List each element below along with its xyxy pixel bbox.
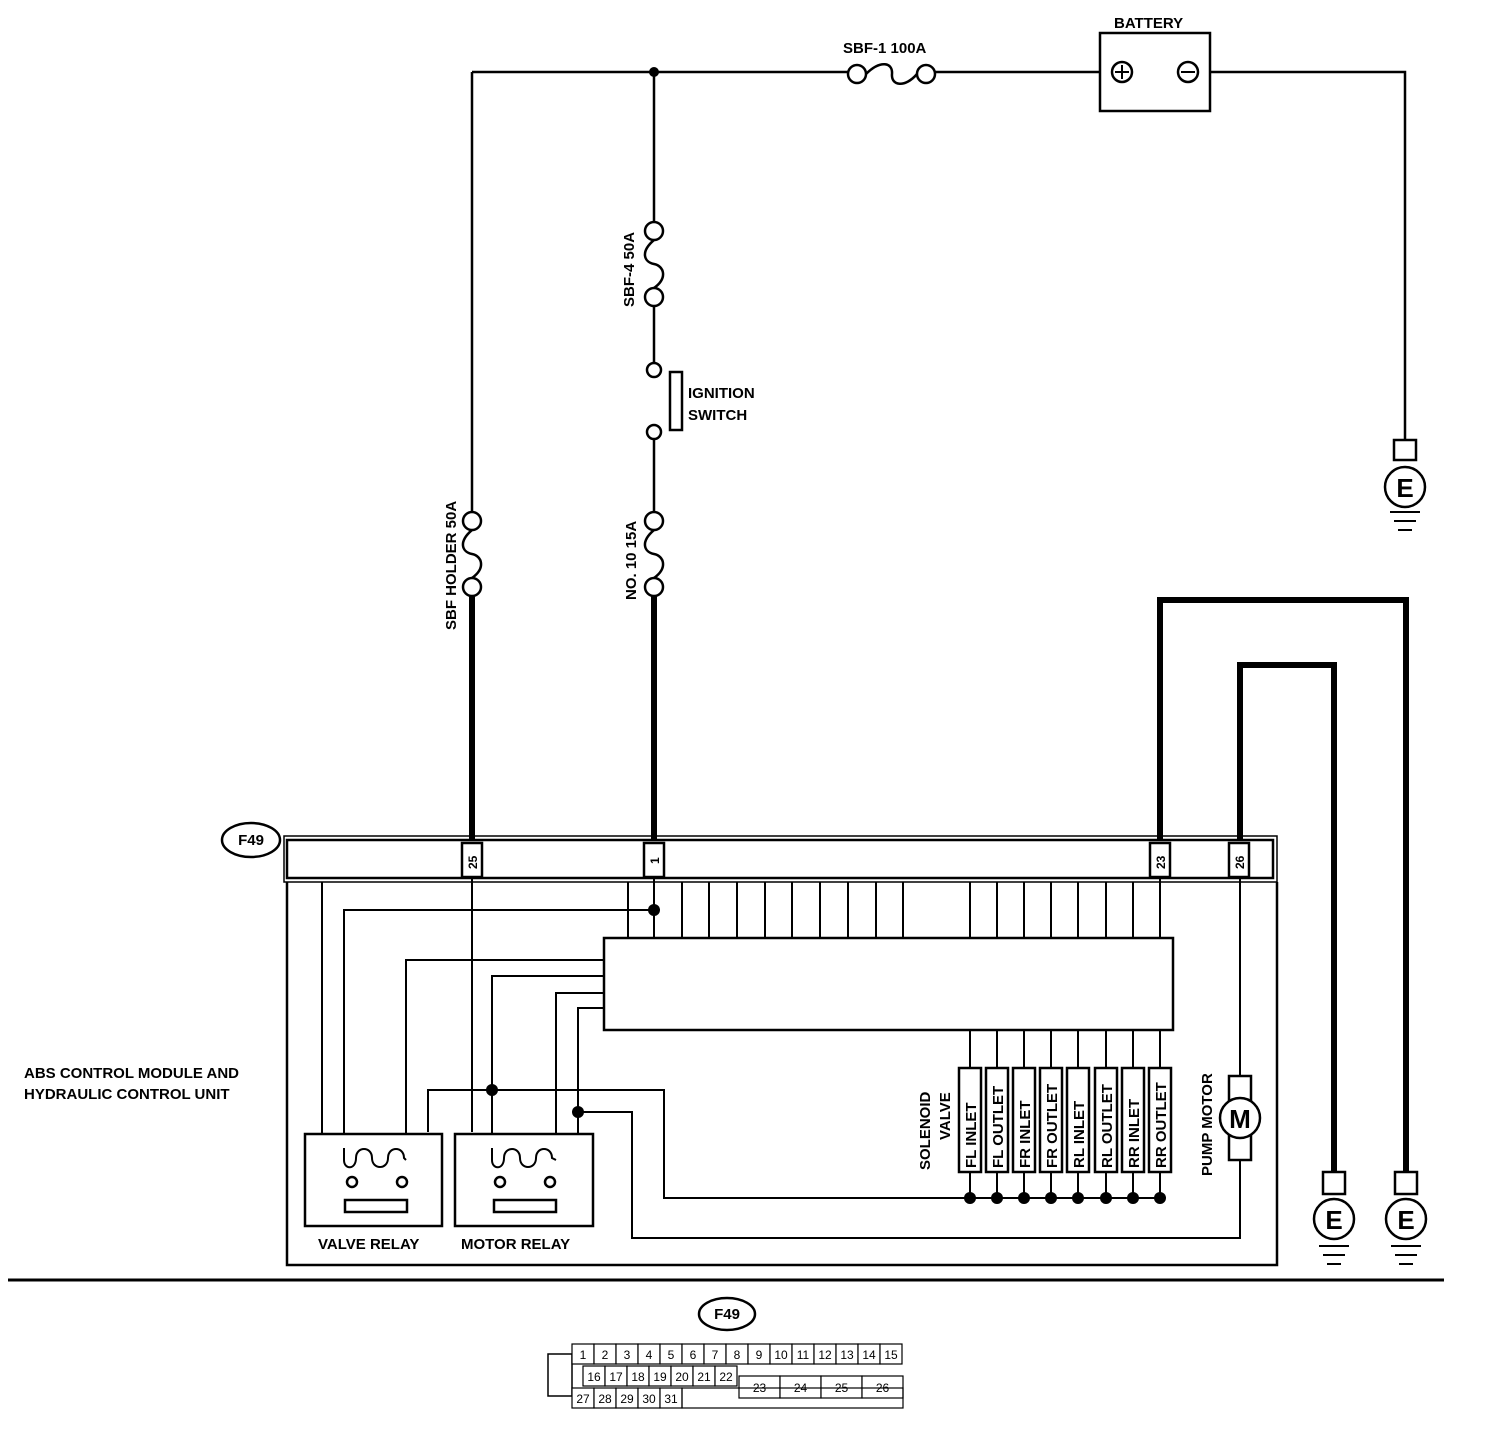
solenoid-valve-label: FL INLET — [963, 1102, 980, 1168]
pin-23: 23 — [1154, 855, 1168, 869]
solenoid-valve-box — [1011, 1066, 1037, 1174]
pin-cell: 6 — [690, 1348, 697, 1362]
pin-cell: 28 — [598, 1392, 612, 1406]
ground-valve-label: E — [1397, 1205, 1414, 1235]
pin-cell: 4 — [646, 1348, 653, 1362]
valve-relay: VALVE RELAY — [303, 1132, 444, 1253]
pin-cell: 20 — [675, 1370, 689, 1384]
pin-cell: 17 — [609, 1370, 623, 1384]
motor-relay-label: MOTOR RELAY — [461, 1236, 570, 1253]
solenoid-valve-box — [1120, 1066, 1146, 1174]
solenoid-valve-box — [957, 1066, 983, 1174]
solenoid-valves: SOLENOID VALVE FL INLET FL OUTLET FR INLET… — [917, 1030, 1173, 1204]
solenoid-valve-label: RR INLET — [1126, 1099, 1143, 1168]
pin-cell: 22 — [719, 1370, 733, 1384]
battery: BATTERY — [1098, 15, 1212, 113]
solenoid-valve-label: FR INLET — [1017, 1101, 1034, 1169]
solenoid-valve-box — [1038, 1066, 1064, 1174]
pump-motor: M PUMP MOTOR — [1199, 1073, 1262, 1176]
sbf1-fuse: SBF-1 100A — [843, 40, 937, 85]
pin-cell: 18 — [631, 1370, 645, 1384]
ground-wires — [1157, 597, 1409, 1172]
ground-battery-label: E — [1396, 473, 1413, 503]
pin-cell: 19 — [653, 1370, 667, 1384]
solenoid-valve-label: RL OUTLET — [1099, 1084, 1116, 1168]
solenoid-valve-label: RR OUTLET — [1153, 1082, 1170, 1168]
ground-valve: E — [1384, 1170, 1428, 1265]
no10-fuse: NO. 10 15A — [623, 510, 665, 600]
module-label-1: ABS CONTROL MODULE AND — [24, 1065, 239, 1082]
module-label-2: HYDRAULIC CONTROL UNIT — [24, 1086, 230, 1103]
pin-1: 1 — [648, 857, 662, 864]
ground-battery: E — [1383, 438, 1427, 531]
sbf-holder-fuse: SBF HOLDER 50A — [443, 501, 483, 630]
ignition-label-1: IGNITION — [688, 385, 755, 402]
pin-cell: 2 — [602, 1348, 609, 1362]
pin-cell: 3 — [624, 1348, 631, 1362]
pin-cell: 13 — [840, 1348, 854, 1362]
pin-cell: 31 — [664, 1392, 678, 1406]
valve-relay-label: VALVE RELAY — [318, 1236, 419, 1253]
control-unit-box — [602, 936, 1175, 1032]
pin-cell: 29 — [620, 1392, 634, 1406]
pin-cell: 1 — [580, 1348, 587, 1362]
ignition-switch: IGNITION SWITCH — [645, 361, 755, 441]
abs-module-housing: ABS CONTROL MODULE AND HYDRAULIC CONTROL… — [24, 882, 1279, 1267]
f49-label: F49 — [238, 832, 264, 849]
pin-cell: 21 — [697, 1370, 711, 1384]
pin-cell: 30 — [642, 1392, 656, 1406]
pinout-f49-label: F49 — [714, 1306, 740, 1323]
f49-connector: F49 25 1 23 26 — [220, 821, 1278, 883]
pin-25: 25 — [466, 855, 480, 869]
power-bus-wiring — [469, 67, 1407, 840]
ground-pump: E — [1312, 1170, 1356, 1265]
ignition-label-2: SWITCH — [688, 407, 747, 424]
solenoid-label-2: VALVE — [937, 1092, 954, 1140]
ground-pump-label: E — [1325, 1205, 1342, 1235]
pin-cell: 15 — [884, 1348, 898, 1362]
sbf-holder-label: SBF HOLDER 50A — [443, 501, 460, 630]
internal-wiring — [321, 878, 1241, 1239]
solenoid-valve-box — [984, 1066, 1010, 1174]
pin-cell: 12 — [818, 1348, 832, 1362]
pin-cell: 7 — [712, 1348, 719, 1362]
pump-motor-symbol: M — [1229, 1104, 1251, 1134]
sbf4-label: SBF-4 50A — [621, 232, 638, 307]
pin-cell: 11 — [797, 1348, 810, 1362]
solenoid-valve-label: RL INLET — [1071, 1101, 1088, 1168]
solenoid-valve-label: FL OUTLET — [990, 1086, 1007, 1168]
sbf4-fuse: SBF-4 50A — [621, 220, 665, 308]
pin-cell: 14 — [862, 1348, 876, 1362]
sbf1-label: SBF-1 100A — [843, 40, 927, 57]
motor-relay: MOTOR RELAY — [453, 1132, 595, 1253]
solenoid-valve-box — [1093, 1066, 1119, 1174]
pin-cell: 10 — [774, 1348, 788, 1362]
pump-motor-label: PUMP MOTOR — [1199, 1073, 1216, 1176]
pin-cell: 9 — [756, 1348, 763, 1362]
pin-cell: 27 — [576, 1392, 590, 1406]
solenoid-valve-box — [1147, 1066, 1173, 1174]
pin-cell: 5 — [668, 1348, 675, 1362]
pin-26: 26 — [1233, 855, 1247, 869]
pin-cell: 8 — [734, 1348, 741, 1362]
pin-cell: 16 — [587, 1370, 601, 1384]
solenoid-valve-box — [1065, 1066, 1091, 1174]
no10-label: NO. 10 15A — [623, 521, 640, 600]
solenoid-label-1: SOLENOID — [917, 1091, 934, 1170]
battery-label: BATTERY — [1114, 15, 1183, 32]
solenoid-valve-label: FR OUTLET — [1044, 1084, 1061, 1168]
